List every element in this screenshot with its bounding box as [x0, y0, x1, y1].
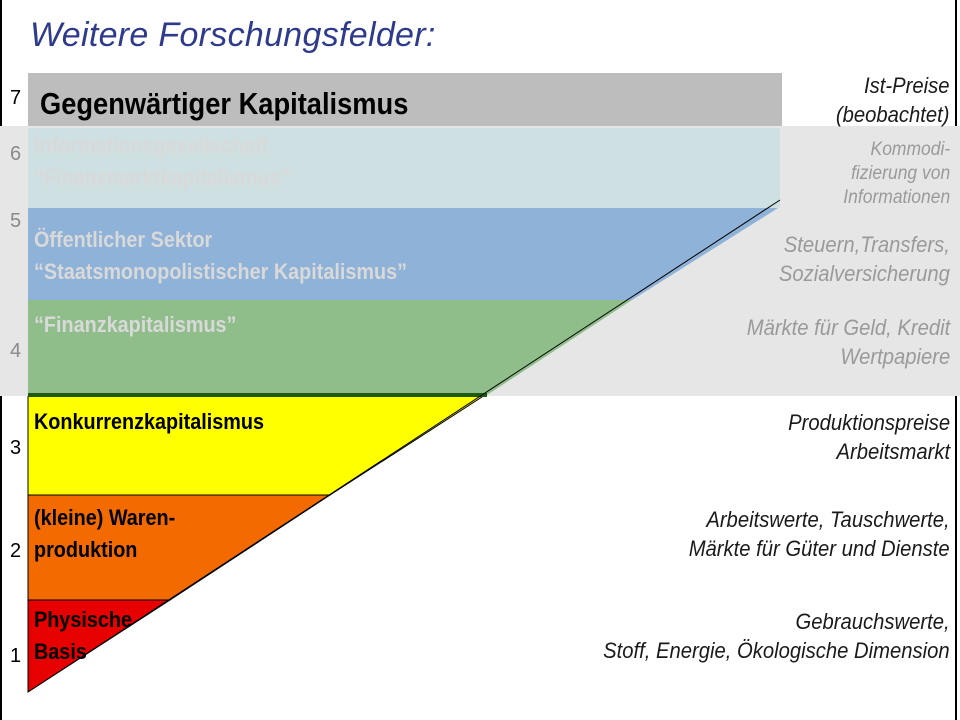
level-number-5: 5: [10, 210, 22, 232]
level-7-label: Gegenwärtiger Kapitalismus: [40, 82, 408, 127]
band-level-5: [28, 208, 778, 300]
level-1-description-line-1: Gebrauchswerte,: [795, 609, 950, 634]
level-7-description-line-1: Ist-Preise: [864, 73, 950, 98]
level-6-description-line-2: fizierung von: [850, 162, 950, 184]
level-1-label-line-1: Physische: [34, 607, 132, 632]
band-level-4: [28, 300, 632, 395]
level-2-description-line-2: Märkte für Güter und Dienste: [689, 535, 950, 561]
page-title: Weitere Forschungsfelder:: [30, 16, 436, 54]
level-3-description-line-1: Produktionspreise: [787, 410, 950, 435]
level-7-description: Ist-Preise (beobachtet): [836, 72, 950, 129]
level-1-description-line-2: Stoff, Energie, Ökologische Dimension: [603, 637, 950, 663]
level-4-description: Märkte für Geld, Kredit Wertpapiere: [746, 314, 950, 371]
level-3-label: Konkurrenzkapitalismus: [34, 406, 264, 438]
level-4-description-line-2: Wertpapiere: [840, 343, 950, 369]
level-6-description-line-1: Kommodi-: [870, 139, 950, 160]
level-number-2: 2: [10, 540, 22, 562]
level-2-label-line-1: (kleine) Waren-: [34, 505, 176, 530]
level-6-label: Informationsgesellschaft “Finanzmarktkap…: [34, 130, 290, 194]
level-7-description-line-2: (beobachtet): [836, 101, 950, 127]
level-6-description: Kommodi- fizierung von Informationen: [843, 138, 950, 209]
level-1-description: Gebrauchswerte, Stoff, Energie, Ökologis…: [603, 608, 950, 665]
level-number-6: 6: [10, 143, 22, 165]
level-4-label: “Finanzkapitalismus”: [34, 309, 236, 341]
level-5-label-line-2: “Staatsmonopolistischer Kapitalismus”: [34, 258, 407, 284]
level-6-label-line-2: “Finanzmarktkapitalismus”: [34, 164, 291, 190]
level-5-description: Steuern,Transfers, Sozialversicherung: [779, 231, 950, 288]
level-4-label-line: “Finanzkapitalismus”: [34, 312, 237, 337]
level-5-description-line-2: Sozialversicherung: [778, 260, 950, 286]
level-6-label-line-1: Informationsgesellschaft: [34, 133, 269, 158]
band-level-6: [28, 128, 780, 208]
level-3-description-line-2: Arbeitsmarkt: [836, 438, 950, 464]
level-1-label: Physische Basis: [34, 604, 132, 668]
level-6-description-line-3: Informationen: [843, 186, 950, 208]
level-7-label-line: Gegenwärtiger Kapitalismus: [40, 86, 409, 121]
level-5-label: Öffentlicher Sektor “Staatsmonopolistisc…: [34, 224, 407, 288]
level-number-3: 3: [10, 437, 22, 459]
level-3-label-line: Konkurrenzkapitalismus: [34, 409, 264, 434]
triangle-hypotenuse: [27, 199, 781, 693]
level-number-4: 4: [10, 340, 22, 362]
level-5-label-line-1: Öffentlicher Sektor: [34, 227, 213, 252]
level-4-description-line-1: Märkte für Geld, Kredit: [746, 315, 950, 340]
level-number-1: 1: [10, 645, 22, 667]
level-3-description: Produktionspreise Arbeitsmarkt: [788, 409, 950, 466]
level-1-label-line-2: Basis: [34, 638, 87, 664]
level-2-description-line-1: Arbeitswerte, Tauschwerte,: [706, 507, 950, 532]
level-number-7: 7: [10, 87, 22, 109]
level-2-label-line-2: produktion: [34, 536, 138, 562]
band-level-7: [28, 73, 782, 126]
level-5-description-line-1: Steuern,Transfers,: [783, 232, 950, 257]
level-2-description: Arbeitswerte, Tauschwerte, Märkte für Gü…: [689, 506, 950, 563]
level-2-label: (kleine) Waren- produktion: [34, 502, 175, 566]
